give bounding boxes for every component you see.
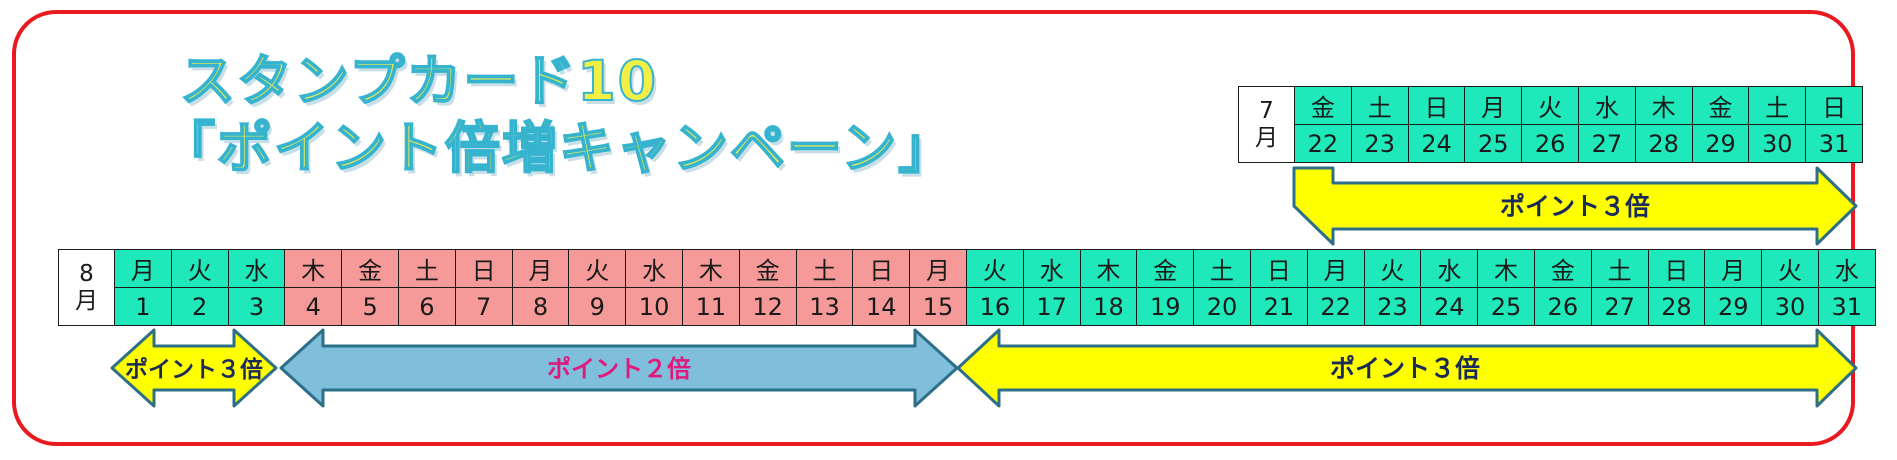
august-date-cell: 11 [681, 287, 740, 326]
july-date-cell: 22 [1294, 124, 1352, 163]
august-weekday-cell: 水 [625, 249, 683, 288]
august-date-cell: 21 [1249, 287, 1308, 326]
august-date-cell: 31 [1817, 287, 1876, 326]
august-date-cell: 7 [454, 287, 513, 326]
august-date-cell: 18 [1079, 287, 1138, 326]
arrow-july-bonus [1292, 166, 1858, 246]
july-weekday-row: 7 月 金土日月火水木金土日 [1238, 86, 1863, 163]
august-date-cell: 19 [1136, 287, 1195, 326]
august-weekday-cell: 水 [1420, 249, 1479, 288]
august-weekday-cell: 木 [1079, 249, 1138, 288]
august-date-cell: 25 [1477, 287, 1535, 326]
august-weekday-cell: 月 [1704, 249, 1763, 288]
august-date-cell: 5 [341, 287, 399, 326]
august-date-cell: 13 [795, 287, 854, 326]
july-date-cell: 24 [1407, 124, 1466, 163]
august-date-cell: 23 [1363, 287, 1422, 326]
august-weekday-cell: 日 [454, 249, 513, 288]
august-weekday-cell: 土 [1193, 249, 1251, 288]
arrow-aug-early [110, 328, 278, 408]
july-date-cell: 26 [1521, 124, 1579, 163]
august-weekday-cell: 土 [1590, 249, 1649, 288]
july-weekday-cell: 土 [1350, 86, 1409, 125]
july-date-cell: 31 [1805, 124, 1863, 163]
arrow-aug-mid-label: ポイント２倍 [547, 355, 691, 383]
card-frame [12, 10, 1855, 446]
august-weekday-cell: 日 [1249, 249, 1308, 288]
july-weekday-cell: 月 [1464, 86, 1523, 125]
august-weekday-cell: 火 [965, 249, 1024, 288]
title-line-2: 「ポイント倍増キャンペーン」 [159, 115, 956, 181]
august-date-cell: 14 [852, 287, 911, 326]
august-weekday-cell: 火 [1761, 249, 1819, 288]
july-date-cell: 30 [1748, 124, 1807, 163]
august-weekday-cell: 金 [341, 249, 399, 288]
august-date-cell: 24 [1420, 287, 1479, 326]
august-date-cell: 27 [1590, 287, 1649, 326]
july-weekday-cell: 日 [1407, 86, 1466, 125]
arrow-aug-late [956, 328, 1858, 408]
august-weekday-cell: 水 [1817, 249, 1876, 288]
august-date-cell: 1 [114, 287, 172, 326]
august-date-cell: 12 [738, 287, 797, 326]
july-month-kanji: 月 [1255, 124, 1278, 151]
august-date-cell: 17 [1022, 287, 1081, 326]
july-weekday-cell: 水 [1577, 86, 1636, 125]
arrow-aug-early-label: ポイント３倍 [125, 356, 263, 383]
august-date-cell: 15 [909, 287, 967, 326]
arrow-aug-late-label: ポイント３倍 [1330, 354, 1480, 383]
august-date-cell: 26 [1533, 287, 1592, 326]
august-date-cell: 16 [965, 287, 1024, 326]
august-date-cell: 2 [170, 287, 229, 326]
august-date-cell: 4 [284, 287, 343, 326]
august-date-cell: 8 [511, 287, 570, 326]
august-date-cell: 3 [227, 287, 286, 326]
arrow-july-bonus-label: ポイント３倍 [1500, 192, 1650, 221]
august-weekday-cell: 月 [114, 249, 172, 288]
august-weekday-cell: 日 [1647, 249, 1706, 288]
august-date-cell: 10 [625, 287, 683, 326]
august-weekday-row: 8 月 月火水木金土日月火水木金土日月火水木金土日月火水木金土日月火水 [58, 249, 1876, 326]
august-month-number: 8 [79, 261, 94, 288]
july-month-label: 7 月 [1238, 86, 1295, 163]
july-date-cell: 25 [1464, 124, 1523, 163]
august-weekday-cell: 金 [1533, 249, 1592, 288]
august-month-label: 8 月 [58, 249, 115, 326]
july-date-cell: 29 [1691, 124, 1750, 163]
august-weekday-cell: 火 [1363, 249, 1422, 288]
august-month-kanji: 月 [75, 287, 98, 314]
august-weekday-cell: 月 [1306, 249, 1365, 288]
july-weekday-cell: 火 [1521, 86, 1579, 125]
july-month-number: 7 [1259, 98, 1274, 125]
july-weekday-cell: 金 [1691, 86, 1750, 125]
august-date-cell: 22 [1306, 287, 1365, 326]
august-date-cell: 28 [1647, 287, 1706, 326]
july-weekday-cell: 日 [1805, 86, 1863, 125]
july-date-cell: 27 [1577, 124, 1636, 163]
july-date-cell: 28 [1634, 124, 1693, 163]
july-date-cell: 23 [1350, 124, 1409, 163]
august-date-cell: 6 [397, 287, 456, 326]
august-date-cell: 30 [1761, 287, 1819, 326]
page-title: スタンプカード10 「ポイント倍増キャンペーン」 [159, 48, 955, 182]
august-weekday-cell: 土 [795, 249, 854, 288]
august-date-cell: 29 [1704, 287, 1763, 326]
august-date-cell: 9 [568, 287, 627, 326]
august-weekday-cell: 火 [170, 249, 229, 288]
august-weekday-cell: 火 [568, 249, 627, 288]
august-weekday-cell: 木 [1477, 249, 1535, 288]
august-weekday-cell: 土 [397, 249, 456, 288]
august-date-cell: 20 [1193, 287, 1251, 326]
title-line-1: スタンプカード10 [179, 48, 658, 114]
